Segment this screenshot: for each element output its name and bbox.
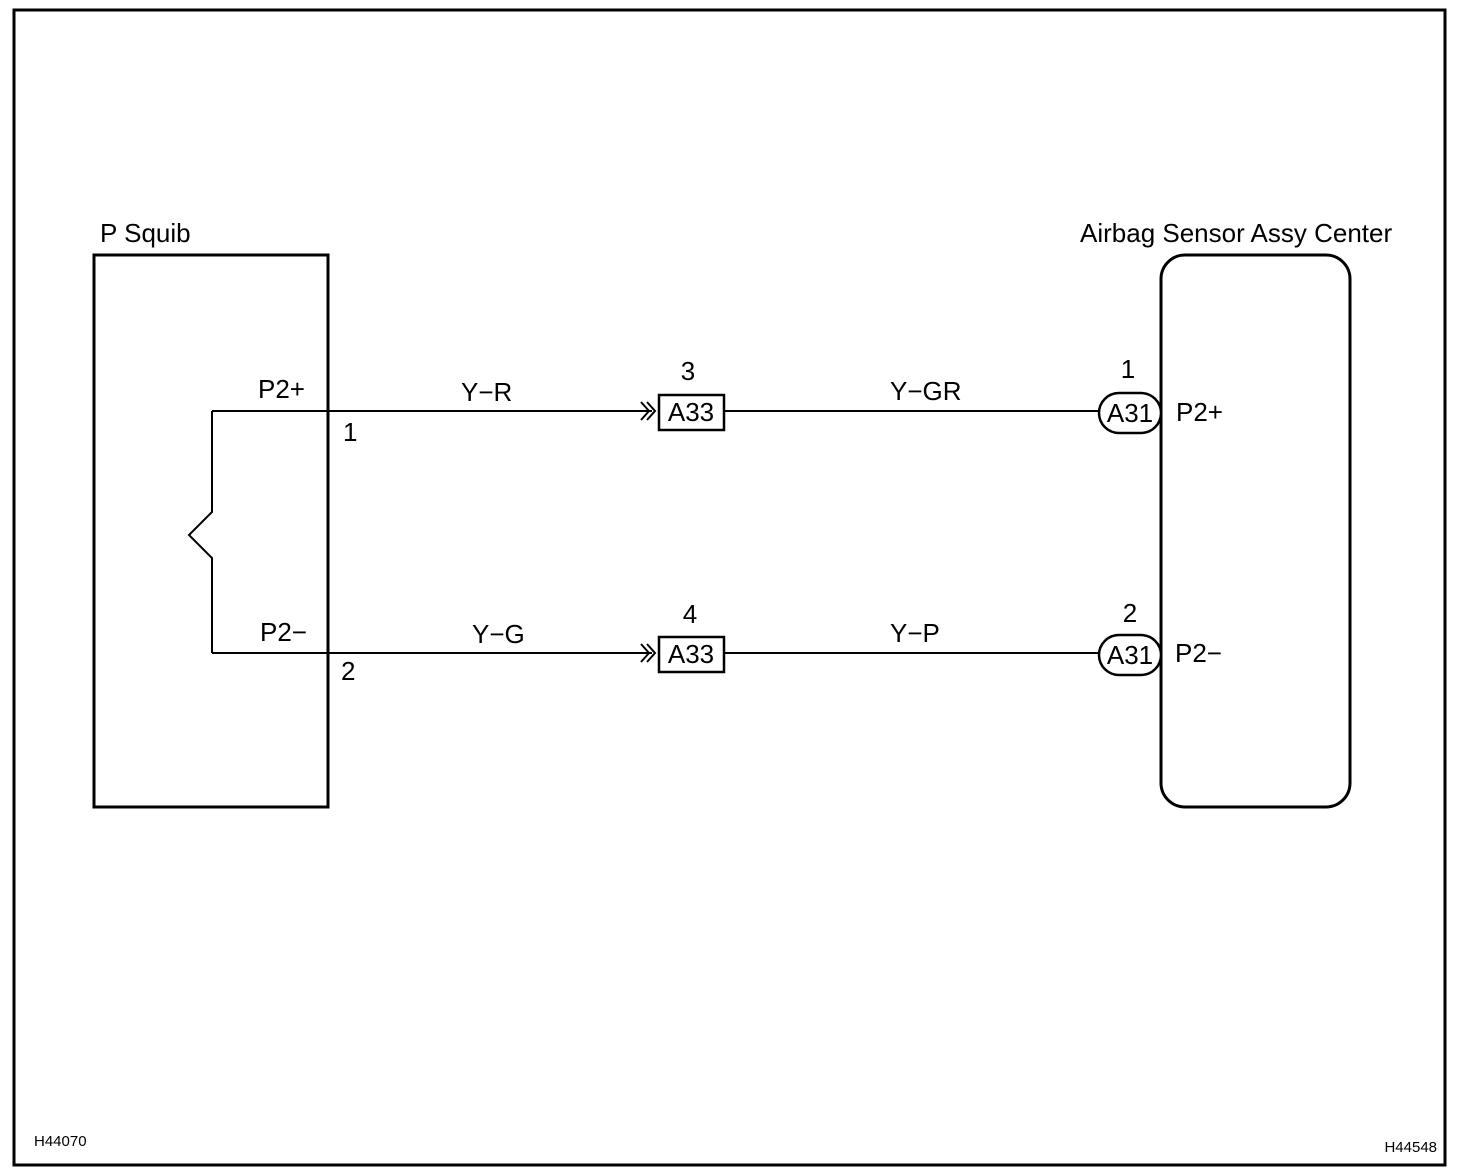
ecu-box	[1159, 253, 1352, 809]
wire-color-label: Y−P	[890, 618, 940, 648]
ecu-connector-label: A31	[1107, 640, 1153, 670]
wire-color-label: Y−R	[461, 377, 512, 407]
figure-code-left: H44070	[34, 1133, 87, 1150]
ecu-title: Airbag Sensor Assy Center	[1080, 218, 1392, 248]
wire-color-label: Y−G	[472, 619, 525, 649]
figure-code-right: H44548	[1384, 1139, 1437, 1156]
circuit-p2-plus: P2+ 1 Y−R A33 3 Y−GR A31 1 P2+	[212, 354, 1223, 447]
mid-pin-number: 3	[681, 356, 695, 386]
connector-chevron-icon	[640, 401, 651, 421]
ecu-terminal-label: P2+	[1176, 397, 1223, 427]
ecu-terminal-label: P2−	[1175, 638, 1222, 668]
squib-pin-number: 2	[341, 656, 355, 686]
ecu-pin-number: 2	[1123, 598, 1137, 628]
connector-chevron-icon	[646, 401, 657, 421]
squib-title: P Squib	[100, 218, 191, 248]
mid-pin-number: 4	[683, 599, 697, 629]
ecu-connector-label: A31	[1107, 398, 1153, 428]
connector-chevron-icon	[640, 643, 651, 663]
wire-color-label: Y−GR	[890, 376, 962, 406]
diagram-frame	[12, 8, 1447, 1167]
squib-element-symbol	[187, 411, 213, 653]
squib-pin-number: 1	[343, 417, 357, 447]
mid-connector-label: A33	[668, 397, 714, 427]
circuit-p2-minus: P2− 2 Y−G A33 4 Y−P A31 2 P2−	[212, 598, 1222, 686]
ecu-connector-oval	[1097, 391, 1163, 435]
mid-connector-box	[657, 393, 726, 432]
ecu-connector-oval	[1097, 633, 1163, 677]
ecu-pin-number: 1	[1121, 354, 1135, 384]
mid-connector-box	[657, 635, 726, 674]
squib-terminal-label: P2+	[258, 374, 305, 404]
squib-box	[92, 253, 330, 809]
connector-chevron-icon	[646, 643, 657, 663]
mid-connector-label: A33	[668, 639, 714, 669]
squib-terminal-label: P2−	[260, 617, 307, 647]
